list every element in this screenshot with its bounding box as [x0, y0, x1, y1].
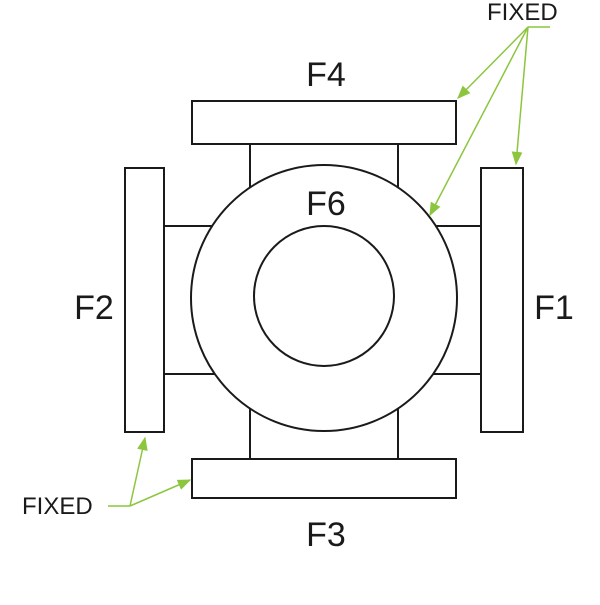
flange-f4	[191, 100, 457, 145]
label-f1: F1	[534, 289, 574, 327]
callout-label-top-right: FIXED	[487, 0, 558, 26]
callout-fixed-top-right: FIXED	[429, 0, 558, 217]
leader-arrow-to-f2	[129, 436, 148, 507]
callout-fixed-bottom-left: FIXED	[22, 436, 192, 520]
leader-arrow-to-f3	[129, 479, 192, 507]
label-f6: F6	[306, 185, 346, 223]
center-bore	[253, 225, 395, 367]
flange-f2	[124, 167, 165, 433]
leader-arrow-to-f1	[511, 26, 529, 166]
label-f2: F2	[74, 289, 114, 327]
label-f4: F4	[306, 56, 346, 94]
flange-f3	[191, 458, 457, 499]
leader-arrow-to-sphere	[429, 26, 529, 217]
leader-arrow-to-f4	[457, 26, 529, 99]
flange-f1	[480, 167, 524, 433]
callout-label-bottom-left: FIXED	[22, 493, 93, 520]
label-f3: F3	[306, 516, 346, 554]
